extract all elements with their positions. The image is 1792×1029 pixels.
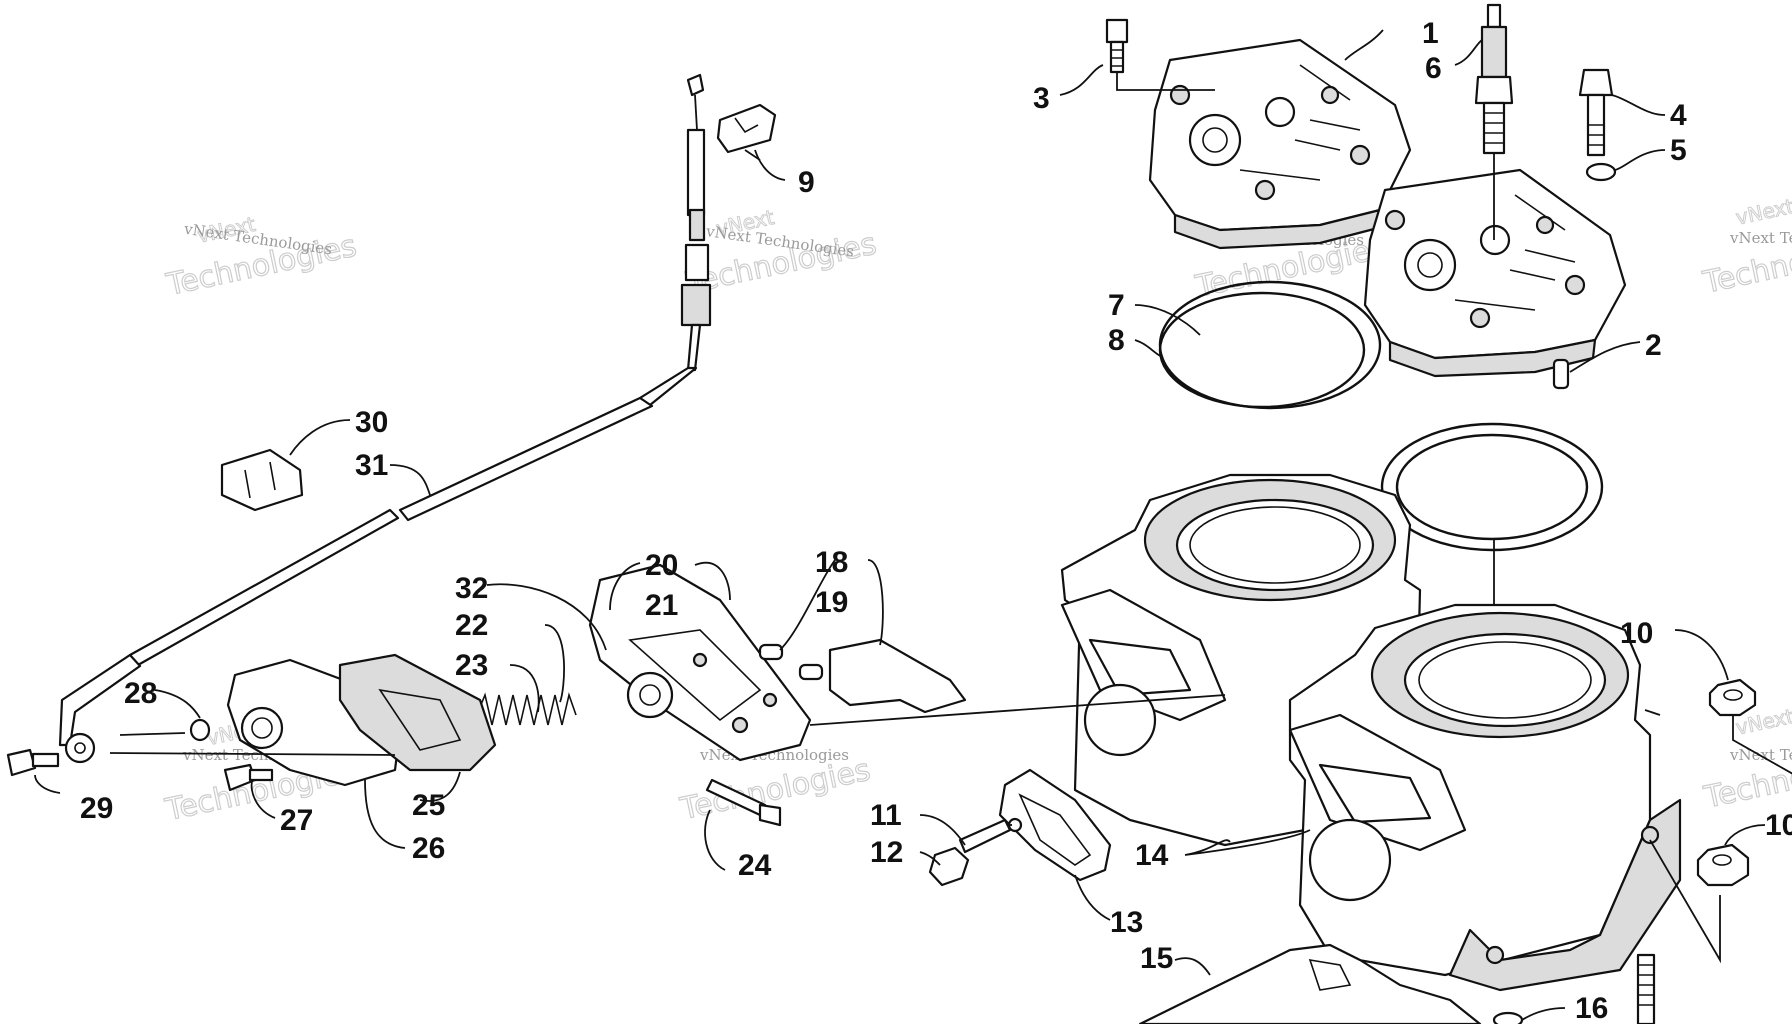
cover-gasket bbox=[338, 653, 497, 772]
washer bbox=[1585, 162, 1617, 182]
callout-21: 21 bbox=[645, 589, 678, 622]
cylinder-head-front bbox=[1363, 168, 1627, 378]
callout-16: 16 bbox=[1575, 992, 1608, 1024]
valve-spring bbox=[477, 692, 577, 726]
callout-15: 15 bbox=[1140, 942, 1173, 975]
callout-5: 5 bbox=[1670, 134, 1687, 167]
alignment-line bbox=[809, 694, 1226, 726]
head-o-ring-set bbox=[1158, 280, 1604, 552]
watermark-text: vNext bbox=[1734, 194, 1792, 230]
callout-4: 4 bbox=[1670, 99, 1687, 132]
leader-lines bbox=[34, 29, 1766, 1021]
callout-30: 30 bbox=[355, 406, 388, 439]
callout-25: 25 bbox=[412, 789, 445, 822]
callout-24: 24 bbox=[738, 849, 772, 882]
exhaust-bolt bbox=[928, 818, 1012, 887]
head-bolt-small bbox=[1105, 18, 1215, 91]
callout-labels: 1 2 3 4 5 6 7 8 9 10 10 11 12 13 14 15 1… bbox=[80, 17, 1792, 1025]
cable-retainer bbox=[220, 448, 304, 512]
valve-blade bbox=[828, 638, 967, 714]
callout-2: 2 bbox=[1645, 329, 1662, 362]
callout-11: 11 bbox=[870, 799, 902, 832]
callout-10-lower: 10 bbox=[1765, 809, 1792, 842]
callout-19: 19 bbox=[815, 586, 848, 619]
throttle-cable bbox=[58, 73, 712, 764]
spark-plug bbox=[1474, 3, 1514, 240]
callout-28: 28 bbox=[124, 677, 157, 710]
callout-8: 8 bbox=[1108, 324, 1125, 357]
callout-9: 9 bbox=[798, 166, 815, 199]
alignment-line bbox=[109, 752, 396, 756]
valve-pins bbox=[758, 643, 824, 681]
head-bolt-large bbox=[1578, 68, 1614, 157]
cable-clip bbox=[716, 103, 777, 161]
callout-14: 14 bbox=[1135, 839, 1169, 872]
actuator-housing bbox=[588, 563, 812, 762]
actuator-bolt bbox=[705, 778, 782, 827]
exhaust-gasket bbox=[998, 768, 1112, 882]
callout-1: 1 bbox=[1422, 17, 1439, 50]
callout-6: 6 bbox=[1425, 52, 1442, 85]
watermark-text: vNext Technologies bbox=[1729, 229, 1792, 247]
callout-3: 3 bbox=[1033, 82, 1050, 115]
callout-26: 26 bbox=[412, 832, 445, 865]
callout-27: 27 bbox=[280, 804, 313, 837]
callout-22: 22 bbox=[455, 609, 488, 642]
callout-18: 18 bbox=[815, 546, 848, 579]
callout-23: 23 bbox=[455, 649, 488, 682]
cylinder-head-rear bbox=[1148, 38, 1412, 250]
callout-20: 20 bbox=[645, 549, 678, 582]
callout-32: 32 bbox=[455, 572, 488, 605]
callout-7: 7 bbox=[1108, 289, 1125, 322]
callout-10-upper: 10 bbox=[1620, 617, 1653, 650]
cylinder-front bbox=[1288, 603, 1682, 992]
bolt-29 bbox=[6, 748, 60, 777]
flange-nut-upper bbox=[1644, 678, 1792, 775]
callout-13: 13 bbox=[1110, 906, 1143, 939]
cover-screw bbox=[223, 763, 274, 792]
base-gasket bbox=[1138, 943, 1482, 1026]
flange-nut-lower bbox=[1649, 839, 1750, 964]
washer-28 bbox=[119, 718, 211, 742]
callout-29: 29 bbox=[80, 792, 113, 825]
callout-12: 12 bbox=[870, 836, 903, 869]
dowel-pin bbox=[1552, 358, 1570, 390]
callout-31: 31 bbox=[355, 449, 388, 482]
